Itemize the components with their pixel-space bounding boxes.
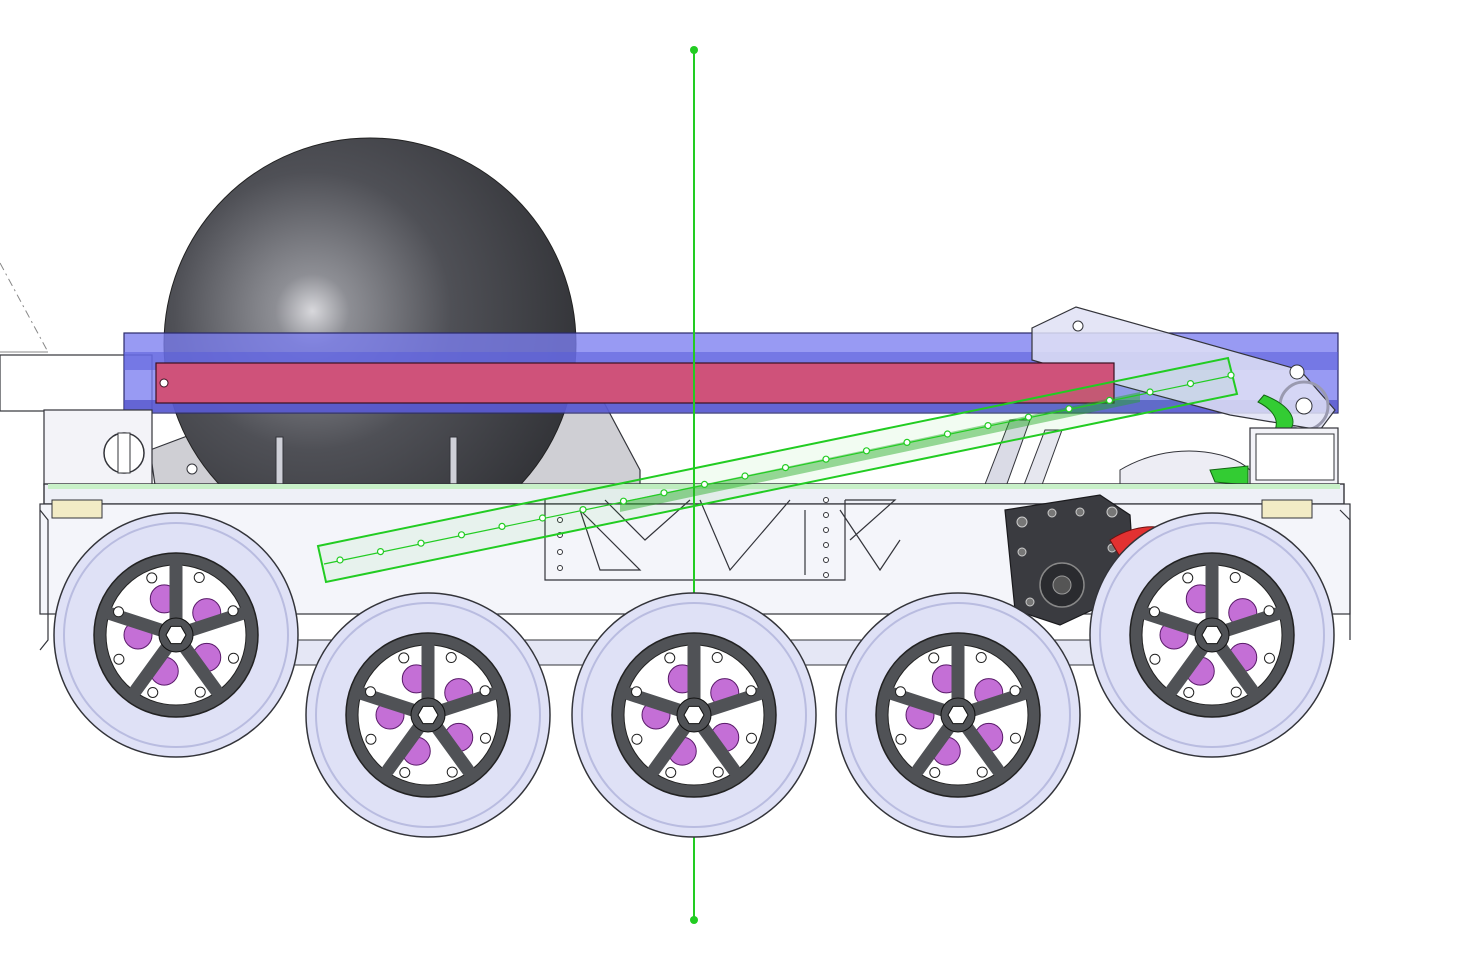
bolt-icon xyxy=(929,766,941,778)
bolt-icon xyxy=(446,766,458,778)
bearing-slot xyxy=(117,432,131,474)
bolt-icon xyxy=(445,652,457,664)
wheel-4 xyxy=(835,592,1081,838)
screw-icon xyxy=(1072,320,1084,332)
bolt-icon xyxy=(479,732,491,744)
wheel-tread-edge xyxy=(581,602,807,828)
sketch-point xyxy=(862,447,871,455)
wheel-tread-edge xyxy=(63,522,289,748)
bolt-icon xyxy=(365,686,377,698)
sketch-point xyxy=(619,497,628,505)
sketch-point xyxy=(336,556,344,564)
wheel-2 xyxy=(305,592,551,838)
bolt-icon xyxy=(479,685,491,697)
pivot-shaft xyxy=(1295,397,1313,415)
bolt-icon xyxy=(147,686,159,698)
bolt-icon xyxy=(711,652,723,664)
bolt-icon xyxy=(113,606,125,618)
wheel-3 xyxy=(571,592,817,838)
intake-bar-hole xyxy=(159,378,169,388)
bolt-icon xyxy=(113,653,125,665)
bolt-icon xyxy=(1009,732,1021,744)
bolt-icon xyxy=(1229,572,1241,584)
bolt-icon xyxy=(631,733,643,745)
axle-nut-icon xyxy=(683,705,705,725)
bolt-icon xyxy=(1009,685,1021,697)
bolt-icon xyxy=(745,685,757,697)
bolt-icon xyxy=(1183,686,1195,698)
construction-point[interactable] xyxy=(690,916,698,924)
sketch-point xyxy=(376,547,385,556)
bolt-icon xyxy=(975,652,987,664)
sketch-point xyxy=(1186,380,1195,388)
bolt-icon xyxy=(1149,653,1161,665)
wheel-row xyxy=(53,512,1335,838)
axle-nut-icon xyxy=(1201,625,1223,645)
sketch-arm-centerline xyxy=(323,375,1231,565)
axle-nut-icon xyxy=(417,705,439,725)
bolt-icon xyxy=(928,652,940,664)
bolt-icon xyxy=(1149,606,1161,618)
sketch-point xyxy=(1105,396,1114,404)
bolt-icon xyxy=(1263,605,1275,617)
wheel-tread-edge xyxy=(315,602,541,828)
sketch-point xyxy=(741,472,749,480)
intake-bar xyxy=(155,362,1115,404)
bolt-icon xyxy=(712,766,724,778)
sketch-point xyxy=(903,438,911,446)
bolt-icon xyxy=(976,766,988,778)
sketch-arm-points xyxy=(336,371,1235,564)
sketch-point xyxy=(700,480,709,488)
axle-nut-icon xyxy=(947,705,969,725)
sketch-point xyxy=(984,422,992,430)
sketch-point xyxy=(417,539,425,547)
bolt-icon xyxy=(1182,572,1194,584)
sketch-point xyxy=(579,506,587,514)
motor-shaft-icon xyxy=(1052,575,1072,595)
chassis-truss xyxy=(39,499,1351,651)
bolt-icon xyxy=(631,686,643,698)
sketch-point xyxy=(822,455,830,463)
chassis-holes xyxy=(557,497,829,578)
sketch-point xyxy=(943,430,952,438)
pivot-hole xyxy=(1289,364,1305,380)
bolt-icon xyxy=(895,686,907,698)
bolt-icon xyxy=(365,733,377,745)
wheel-tread-edge xyxy=(1099,522,1325,748)
bolt-icon xyxy=(398,652,410,664)
bumper-clip xyxy=(51,499,103,519)
sketch-point xyxy=(498,522,506,531)
sketch-point xyxy=(1146,388,1154,396)
bumper-clip xyxy=(1261,499,1313,519)
sketch-point xyxy=(660,489,668,497)
sketch-point xyxy=(538,514,547,522)
wheel-1 xyxy=(53,512,299,758)
bolt-icon xyxy=(146,572,158,584)
right-side-block-inner xyxy=(1255,433,1335,481)
bolt-icon xyxy=(745,732,757,744)
construction-line xyxy=(0,262,49,353)
bolt-icon xyxy=(399,766,411,778)
sketch-point xyxy=(1024,413,1033,421)
bolt-icon xyxy=(194,686,206,698)
sketch-point xyxy=(1227,371,1235,379)
sketch-point xyxy=(1065,405,1073,413)
wheel-tread-edge xyxy=(845,602,1071,828)
sketch-point xyxy=(457,531,466,539)
axle-nut-icon xyxy=(165,625,187,645)
bolt-icon xyxy=(665,766,677,778)
wheel-5 xyxy=(1089,512,1335,758)
bolt-icon xyxy=(227,652,239,664)
sketch-point xyxy=(781,464,790,472)
bolt-icon xyxy=(1230,686,1242,698)
bolt-icon xyxy=(664,652,676,664)
bolt-icon xyxy=(1263,652,1275,664)
bolt-icon xyxy=(193,572,205,584)
sketch-arm-link[interactable] xyxy=(316,356,1239,584)
bolt-icon xyxy=(895,733,907,745)
construction-point[interactable] xyxy=(690,46,698,54)
bolt-icon xyxy=(227,605,239,617)
